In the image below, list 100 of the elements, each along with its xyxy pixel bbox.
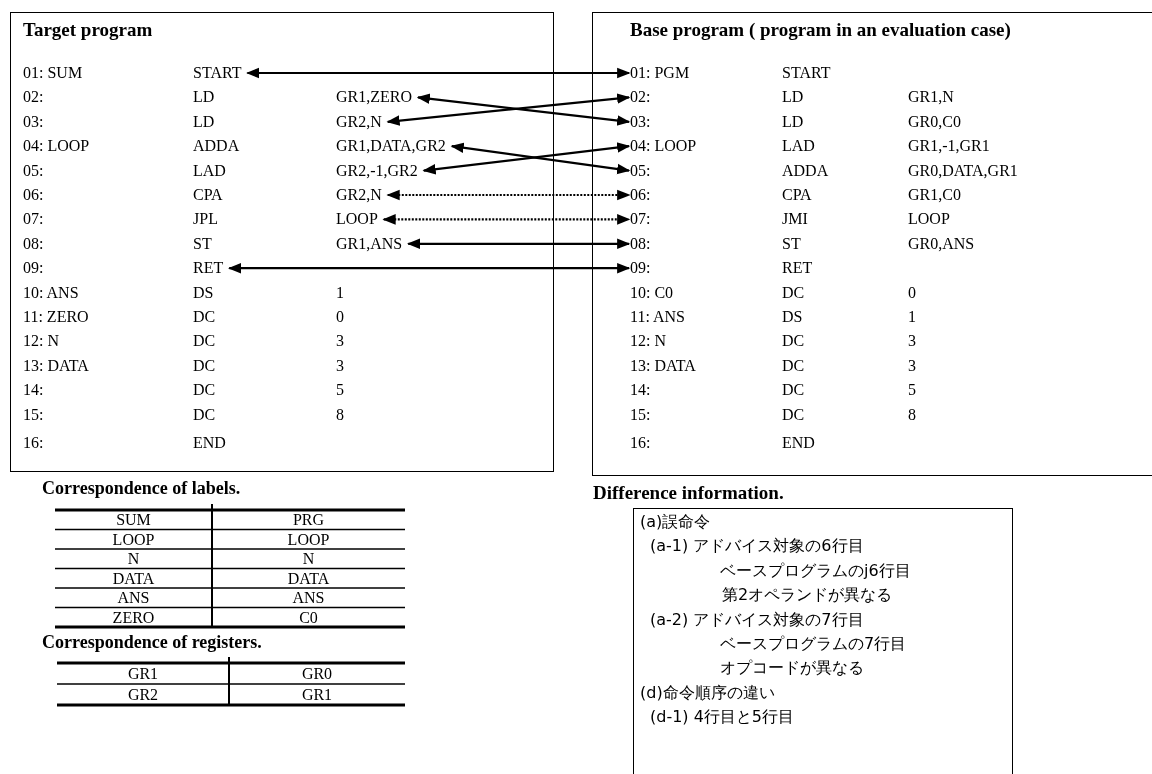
opcode-text: END [782, 432, 815, 453]
program-panel [10, 12, 554, 472]
opcode-text: LAD [193, 160, 227, 181]
line-label-text: 09: [23, 258, 45, 279]
line-label-text: 01: PGM [630, 63, 691, 83]
operand-text: GR1,ANS [336, 233, 403, 254]
arrow [227, 262, 631, 274]
line-label-text: 16: [23, 432, 45, 453]
panel-title: Base program ( program in an evaluation case) [630, 19, 1011, 41]
table-cell-text: SUM [115, 510, 152, 530]
table-cell-text: GR0 [300, 664, 334, 684]
opcode-text: LD [193, 111, 216, 132]
operand-text: 8 [908, 404, 916, 425]
opcode-text: ADDA [782, 160, 830, 181]
note-heading: Difference information. [593, 482, 784, 504]
line-label-text: 06: [23, 185, 45, 205]
opcode-text: LD [193, 87, 216, 108]
opcode-text: DC [782, 282, 806, 303]
line-label-text: 12: N [630, 331, 667, 352]
note-text: オプコードが異なる [720, 657, 864, 680]
operand-text: 3 [908, 355, 916, 376]
operand-text: GR1,ZERO [336, 87, 412, 108]
opcode-text: LD [782, 87, 805, 108]
line-label-text: 03: [630, 111, 652, 132]
note-text: (a)誤命令 [640, 511, 711, 533]
opcode-text: DC [193, 331, 217, 352]
operand-text: 0 [336, 307, 344, 327]
line-label-text: 06: [630, 185, 652, 205]
operand-text: GR2,-1,GR2 [336, 160, 418, 181]
arrow [246, 67, 631, 79]
line-label-text: 10: C0 [630, 282, 675, 303]
opcode-text: DS [782, 307, 804, 327]
operand-text: 5 [336, 380, 344, 401]
line-label-text: 15: [23, 404, 45, 425]
operand-text: 0 [908, 282, 916, 303]
program-panel [592, 12, 1152, 476]
line-label-text: 07: [23, 209, 45, 230]
line-label-text: 03: [23, 111, 45, 132]
line-label-text: 01: SUM [23, 63, 84, 83]
opcode-text: DC [782, 404, 806, 425]
line-label-text: 04: LOOP [23, 136, 91, 157]
operand-text: 5 [908, 380, 916, 401]
opcode-text: LAD [782, 136, 816, 157]
opcode-text: JPL [193, 209, 219, 230]
opcode-text: DS [193, 282, 215, 303]
opcode-text: CPA [782, 185, 813, 205]
opcode-text: ST [193, 233, 213, 254]
table-cell-text: GR1 [300, 685, 334, 705]
line-label-text: 16: [630, 432, 652, 453]
table-cell-text: LOOP [111, 529, 156, 549]
opcode-text: LD [782, 111, 805, 132]
line-label-text: 10: ANS [23, 282, 80, 303]
arrow [406, 238, 631, 250]
table-cell-text: ANS [116, 588, 151, 608]
note-text: (a-2) アドバイス対象の7行目 [650, 608, 864, 631]
line-label-text: 02: [630, 87, 652, 108]
opcode-text: DC [193, 307, 217, 327]
table-cell-text: N [126, 549, 141, 569]
table-cell-text: ZERO [111, 607, 156, 627]
panel-title: Target program [23, 19, 153, 41]
table-cell-text: GR1 [126, 664, 160, 684]
opcode-text: END [193, 432, 226, 453]
operand-text: LOOP [908, 209, 950, 230]
opcode-text: DC [193, 355, 217, 376]
note-text: (d)命令順序の違い [640, 681, 775, 704]
operand-text: GR1,N [908, 87, 954, 108]
operand-text: 3 [336, 331, 344, 352]
line-label-text: 13: DATA [630, 355, 697, 376]
note-text: 第2オペランドが異なる [722, 584, 893, 607]
opcode-text: START [193, 63, 242, 83]
operand-text: GR0,ANS [908, 233, 975, 254]
opcode-text: DC [782, 331, 806, 352]
line-label-text: 05: [23, 160, 45, 181]
opcode-text: ST [782, 233, 802, 254]
line-label-text: 13: DATA [23, 355, 90, 376]
operand-text: 3 [908, 331, 916, 352]
line-label-text: 08: [23, 233, 45, 254]
line-label-text: 11: ANS [630, 307, 686, 327]
opcode-text: START [782, 63, 831, 83]
note-text: ベースプログラムの7行目 [720, 633, 907, 655]
line-label-text: 09: [630, 258, 652, 279]
note-text: (d-1) 4行目と5行目 [650, 706, 795, 729]
line-label-text: 05: [630, 160, 652, 181]
table-cell-text: PRG [291, 510, 326, 530]
table-title: Correspondence of labels. [42, 478, 241, 499]
table-cell-text: N [301, 549, 316, 569]
operand-text: LOOP [336, 209, 378, 230]
opcode-text: JMI [782, 209, 809, 230]
line-label-text: 12: N [23, 331, 60, 352]
line-label-text: 14: [630, 380, 652, 401]
line-label-text: 02: [23, 87, 45, 108]
opcode-text: RET [193, 258, 224, 279]
opcode-text: DC [782, 380, 806, 401]
table-cell-text: GR2 [126, 685, 160, 705]
arrow [386, 189, 631, 201]
operand-text: GR1,-1,GR1 [908, 136, 990, 157]
operand-text: GR0,DATA,GR1 [908, 160, 1018, 181]
line-label-text: 07: [630, 209, 652, 230]
line-label-text: 04: LOOP [630, 136, 698, 157]
table-title: Correspondence of registers. [42, 632, 262, 653]
